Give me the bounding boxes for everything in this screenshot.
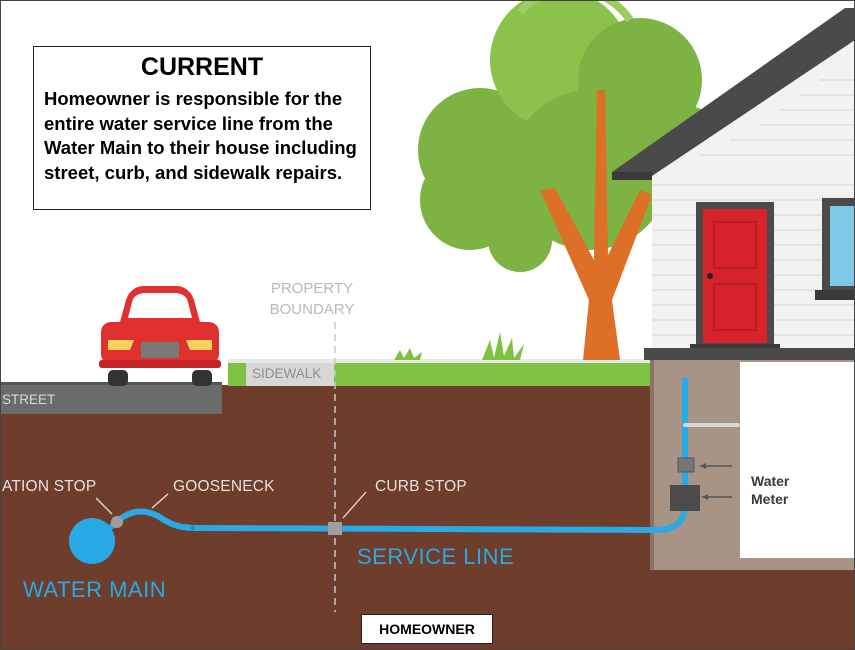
grass-tuft-icon [394,332,524,360]
callout-body: Homeowner is responsible for the entire … [44,88,357,183]
street-label: STREET [2,392,56,407]
water-meter-line2: Meter [751,491,789,507]
water-meter-icon [670,457,732,511]
car-icon [99,286,221,386]
corporation-stop-label: ATION STOP [2,478,97,495]
curb-grass [228,362,246,386]
property-boundary-label: PROPERTY BOUNDARY [262,278,362,320]
lawn [334,362,650,386]
valve-icon [328,522,342,535]
house-icon [612,8,855,360]
sidewalk-label: SIDEWALK [252,366,322,381]
curb-stop-label: CURB STOP [375,478,467,495]
ground-line [228,359,650,363]
property-boundary-line1: PROPERTY [270,280,354,297]
homeowner-label: HOMEOWNER [361,614,493,644]
sidewalk-surface [246,362,334,386]
window-icon [830,206,855,286]
service-line-label: SERVICE LINE [357,544,515,569]
property-boundary-line2: BOUNDARY [269,301,355,318]
street-surface [0,384,222,414]
gooseneck-label: GOOSENECK [173,478,275,495]
callout-box: CURRENT Homeowner is responsible for the… [33,46,371,210]
leader-gooseneck [151,493,169,509]
water-meter-label: Water Meter [751,472,789,508]
water-main-label: WATER MAIN [23,577,167,602]
tree-icon [418,0,735,360]
service-pipe [109,377,740,533]
leader-corp-stop [95,497,113,515]
water-meter-line1: Water [751,473,790,489]
callout-title: CURRENT [140,53,264,81]
leader-curb-stop [342,491,367,519]
water-main-pipe [69,518,115,564]
corporation-stop-valve [111,516,123,528]
